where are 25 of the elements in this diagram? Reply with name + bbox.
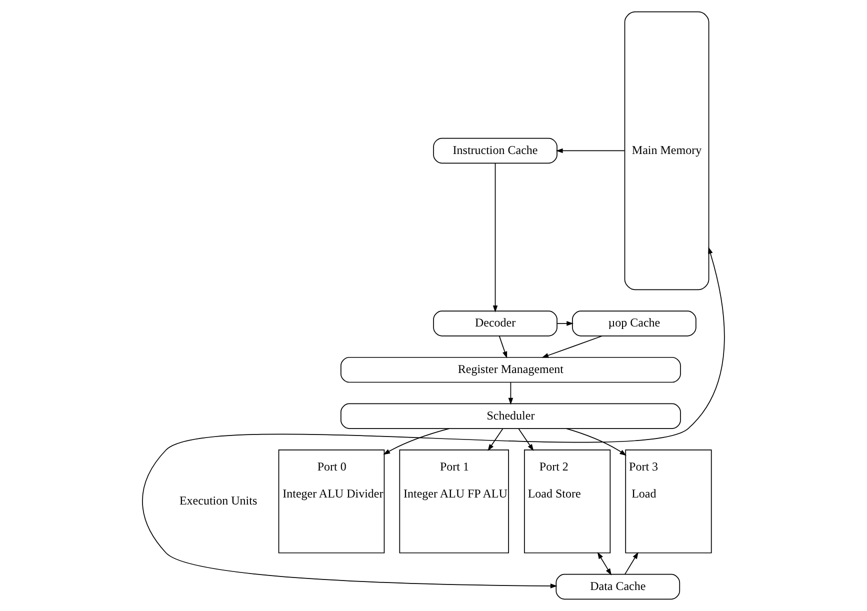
- node-box: Register Management: [340, 356, 681, 383]
- arrow: [383, 428, 450, 455]
- arrow: [492, 162, 498, 312]
- node-box: Data Cache: [556, 574, 680, 600]
- arrow: [566, 428, 626, 456]
- arrow: [556, 321, 574, 326]
- arrow: [597, 552, 612, 576]
- node-box: Port 0 Integer ALU Divider: [278, 450, 385, 554]
- arrow: [624, 552, 638, 575]
- node-box: Scheduler: [340, 403, 681, 429]
- arrow: [542, 336, 602, 358]
- arrow: [488, 428, 504, 451]
- node-box: Port 3 Load: [625, 450, 712, 554]
- node-box: Decoder: [433, 310, 558, 336]
- arrow: [518, 428, 534, 451]
- label: Execution Units: [179, 494, 258, 508]
- arrow: [508, 382, 514, 405]
- arrow: [142, 246, 725, 588]
- arrow: [556, 148, 625, 154]
- node-box: µop Cache: [572, 310, 696, 336]
- node-box: Instruction Cache: [433, 138, 558, 164]
- node-box: Main Memory: [624, 11, 710, 290]
- node-box: Port 2 Load Store: [524, 450, 611, 554]
- node-box: Port 1 Integer ALU FP ALU: [399, 450, 509, 554]
- arrow: [498, 336, 508, 358]
